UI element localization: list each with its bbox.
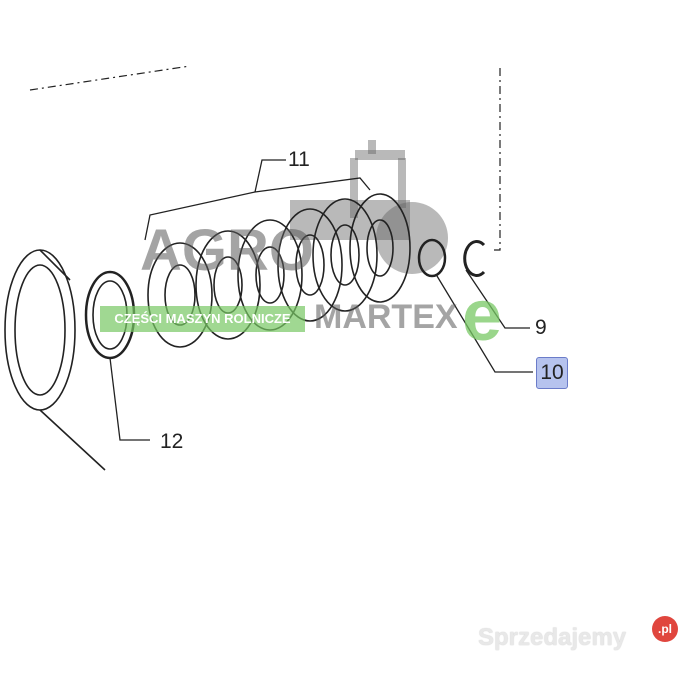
housing-outline bbox=[29, 65, 191, 91]
site-watermark: Sprzedajemy bbox=[478, 624, 627, 651]
callout-10-highlighted[interactable]: 10 bbox=[536, 357, 568, 389]
circlip-9 bbox=[463, 240, 486, 277]
watermark-brand-e: e bbox=[462, 276, 503, 356]
site-watermark-badge: .pl bbox=[652, 616, 678, 642]
callout-9[interactable]: 9 bbox=[535, 316, 547, 339]
axis-line bbox=[490, 68, 501, 251]
tractor-watermark bbox=[290, 140, 448, 274]
callout-11[interactable]: 11 bbox=[288, 148, 310, 171]
watermark-brand-top: AGRO bbox=[140, 218, 314, 283]
callout-12[interactable]: 12 bbox=[160, 430, 184, 453]
watermark-strip: CZĘŚCI MASZYN ROLNICZE bbox=[100, 306, 305, 332]
watermark-brand-bottom: MARTEX bbox=[314, 298, 458, 336]
washer-10 bbox=[417, 238, 447, 278]
